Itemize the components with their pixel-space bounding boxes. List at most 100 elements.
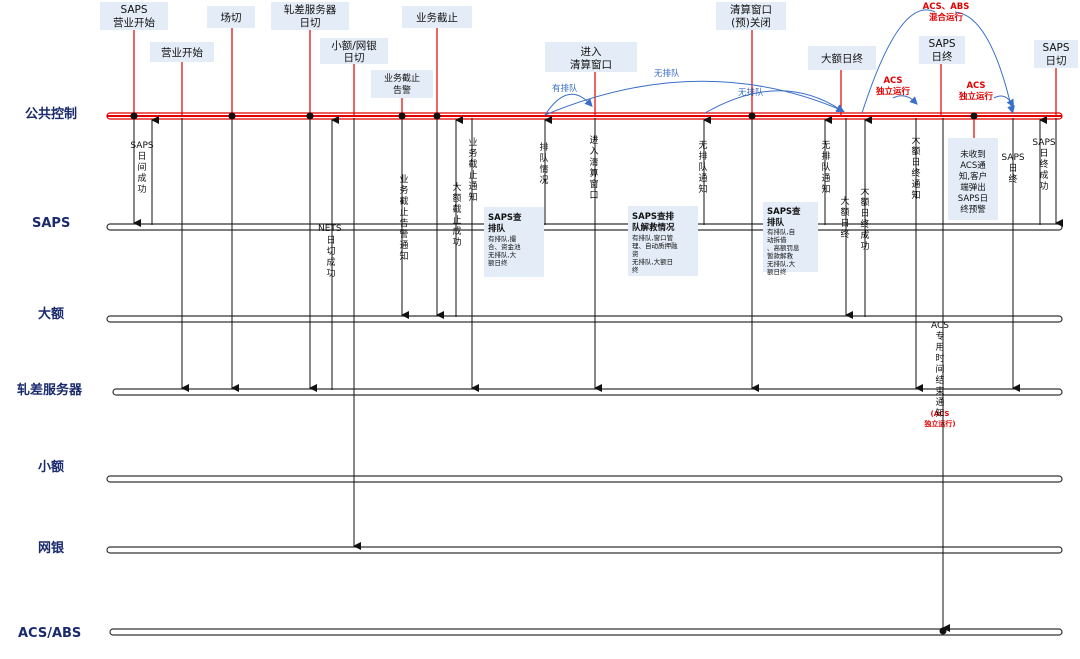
vlabel-nets-daycut: 日切成功 [326,235,335,279]
pipe-small [106,475,1063,483]
event-close-clearing-l1: 清算窗口 [730,3,772,16]
arc-label-with-queue: 有排队 [552,83,578,94]
arc-label-no-queue-2: 无排队 [738,87,764,98]
event-dots [130,112,978,635]
vlabel-no-queue-notice-1: 无排队通知 [698,140,707,195]
event-box-enter-clearing [545,42,637,72]
event-box-saps-dayend [919,36,965,64]
pipe-netting [112,388,1063,396]
note2-body-3: 无排队,大额日 [632,257,673,266]
event-biz-cutoff: 业务截止 [416,11,458,24]
note3-body-5: 额日终 [767,267,787,276]
lane-label-saps: SAPS [32,216,70,231]
event-enter-clearing-l2: 清算窗口 [570,58,612,71]
red-note-ind1-l2: 独立运行 [875,86,911,97]
event-box-large-open [150,42,214,62]
event-saps-open-l2: 营业开始 [113,16,155,29]
vlabel-no-queue-notice-2: 无排队通知 [821,140,830,195]
lane-label-netbank: 网银 [38,540,65,556]
note-box-queue-resolve [628,206,698,276]
event-saps-dayend-l2: 日终 [932,50,953,63]
lane-label-small: 小额 [38,459,64,475]
note1-body-0: 有排队,撮 [488,234,517,243]
event-box-field-cut [207,6,255,28]
red-note-ind3-l1: (ACS [931,410,950,418]
event-field-cut: 场切 [221,11,242,24]
event-saps-daycut-l1: SAPS [1042,42,1069,54]
event-large-open: 营业开始 [161,46,203,59]
event-saps-daycut-l2: 日切 [1046,55,1067,67]
note4-l5: 终预警 [960,204,986,215]
event-box-small-daycut [320,38,388,64]
event-box-large-dayend [808,46,876,70]
vertical-arrows [133,116,1063,632]
vlabel-enter-clearing: 进入清算窗口 [589,135,598,201]
note2-title-l2: 队解救情况 [632,222,675,233]
event-red-lines [133,28,1057,116]
event-boxes: SAPS 营业开始 营业开始 场切 轧差服务器 日切 小额/网银 日切 业务截止… [100,2,1078,98]
note1-title-l1: SAPS查 [488,212,522,223]
pipe-saps [106,223,1063,231]
note2-body-1: 理、自动质押融 [632,241,678,250]
note3-body-2: 、高额罚息 [767,243,800,252]
note4-l2: 知,客户 [959,171,987,182]
lane-label-netting: 轧差服务器 [17,382,83,398]
note3-body-4: 无排队,大 [767,259,796,268]
note3-body-3: 暂款解救 [767,251,794,260]
red-note-mixed-l1: ACS、ABS [923,2,970,12]
event-box-biz-cutoff [402,6,472,28]
event-netting-daycut-l2: 日切 [300,17,321,29]
event-netting-daycut-l1: 轧差服务器 [284,3,337,16]
note4-l4: SAPS日 [958,194,988,204]
event-cutoff-warning-l2: 告警 [393,84,411,96]
nets-prefix: NETS [318,224,342,234]
lane-pipes [106,112,1063,636]
lane-label-large: 大额 [38,306,64,322]
note1-body-2: 无排队,大 [488,250,517,259]
queue-arcs [544,9,1015,116]
pipe-large [106,315,1063,323]
pipe-netbank [106,546,1063,554]
red-note-ind2-l1: ACS [966,81,985,91]
vlabel-large-cutoff-ok: 大额截止成功 [452,181,461,248]
event-box-cutoff-warning [371,70,433,98]
vlabel-large-dayend-notice: 大额日终通知 [911,134,920,201]
event-large-dayend: 大额日终 [821,52,863,65]
note4-l1: ACS通 [960,160,986,171]
note2-body-0: 有排队,窗口管 [632,233,674,242]
note-boxes: SAPS查 排队 有排队,撮 合、资金池 无排队,大 额日终 SAPS查排 队解… [484,119,998,277]
vlabel-large-dayend: 大额日终 [840,195,849,240]
note1-body-3: 额日终 [488,258,508,267]
vlabel-queue-status: 排队情况 [539,141,548,186]
note4-l3: 端弹出 [960,182,986,193]
event-box-saps-open [100,2,168,30]
vlabel-cutoff-warning-notice: 业务截止告警通知 [399,174,408,262]
note3-title-l1: SAPS查 [767,206,801,217]
note1-title-l2: 排队 [488,223,506,234]
event-saps-dayend-l1: SAPS [928,38,955,50]
note2-body-2: 资 [632,249,639,258]
red-note-mixed-l2: 混合运行 [929,12,964,23]
note3-body-0: 有排队,自 [767,227,795,236]
event-box-saps-daycut [1034,40,1078,68]
note1-body-1: 合、资金池 [488,242,521,251]
note4-l0: 未收到 [960,149,986,160]
event-saps-open-l1: SAPS [120,4,147,16]
vlabel-biz-cutoff-notice: 业务截止通知 [468,137,477,203]
pipe-acs [109,628,1063,636]
arc-label-no-queue-1: 无排队 [654,68,680,79]
event-enter-clearing-l1: 进入 [581,46,602,58]
note3-body-1: 动拆借 [767,235,787,244]
note-box-queue-check-2 [763,202,818,272]
red-note-ind3-l2: 独立运行) [923,419,955,428]
event-box-netting-daycut [271,2,349,30]
event-small-daycut-l1: 小额/网银 [331,39,377,52]
event-box-close-clearing [716,2,786,30]
